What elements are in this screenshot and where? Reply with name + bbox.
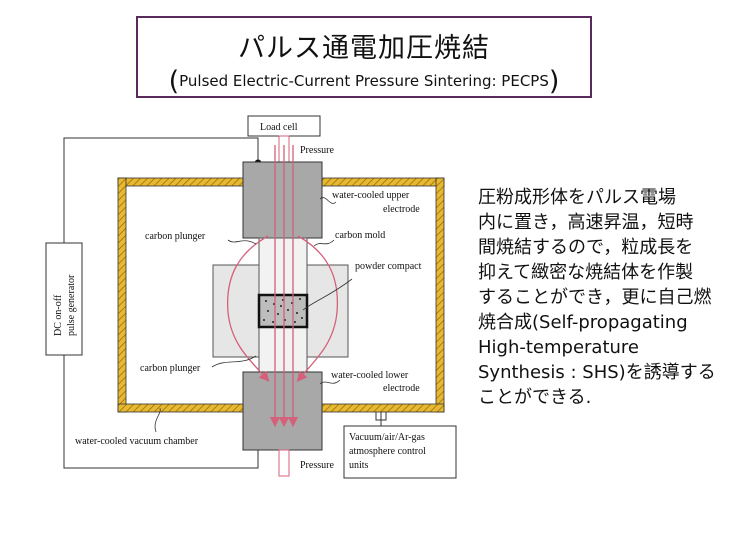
chamber-wall-right (435, 177, 445, 413)
pressure-top-label: Pressure (300, 145, 334, 156)
chamber-wall-bottom-right (321, 403, 445, 413)
description-line: 焼合成(Self-propagating (478, 312, 688, 333)
title-open-paren: ( (168, 66, 180, 97)
leader-powder-compact (302, 278, 353, 311)
atmosphere-control-label-3: units (349, 460, 369, 471)
leader-carbon-mold (313, 239, 335, 247)
powder-compact-label: powder compact (355, 261, 422, 272)
leader-upper-electrode (319, 197, 337, 204)
carbon-plunger-top-label: carbon plunger (145, 231, 206, 242)
title-japanese: パルス通電加圧焼結 (238, 33, 490, 64)
leader-carbon-plunger-bottom (211, 355, 257, 368)
description-line: 圧粉成形体をパルス電場 (478, 187, 676, 208)
leader-lower-electrode (319, 379, 341, 385)
carbon-plunger-lower (258, 326, 308, 373)
description-line: Synthesis : SHS)を誘導する (478, 362, 716, 383)
powder-particles (263, 298, 303, 323)
description-line: High-temperature (478, 337, 640, 358)
description-line: 内に置き，高速昇温，短時 (478, 212, 694, 233)
carbon-mold-label: carbon mold (335, 230, 385, 241)
carbon-plunger-upper (258, 237, 308, 296)
title-english: (Pulsed Electric-Current Pressure Sinter… (138, 66, 590, 97)
lower-electrode-label-1: water-cooled lower (331, 370, 409, 381)
chamber-wall-top-right (321, 177, 445, 187)
pulse-generator-box (45, 242, 83, 356)
upper-electrode-label-2: electrode (383, 204, 420, 215)
description-line: 抑えて緻密な焼結体を作製 (478, 262, 694, 283)
atmosphere-control-label-2: atmosphere control (349, 446, 426, 457)
description-line: することができ，更に自己燃 (478, 287, 712, 308)
vacuum-chamber-label: water-cooled vacuum chamber (75, 436, 199, 447)
pulse-generator-label-2: pulse generator (66, 274, 77, 336)
lower-electrode (242, 371, 323, 451)
upper-electrode-label-1: water-cooled upper (332, 190, 410, 201)
chamber-wall-top-left (117, 177, 244, 187)
lower-electrode-label-2: electrode (383, 383, 420, 394)
title-box: パルス通電加圧焼結 (Pulsed Electric-Current Press… (136, 16, 592, 98)
load-cell-label: Load cell (260, 122, 298, 133)
leader-carbon-plunger-top (227, 239, 257, 245)
chamber-wall-bottom-left (117, 403, 244, 413)
pressure-bottom-label: Pressure (300, 460, 334, 471)
title-close-paren: ) (548, 66, 560, 97)
pulse-generator-label-1: DC on-off (53, 294, 64, 336)
description-line: 間焼結するので，粒成長を (478, 237, 694, 258)
title-english-text: Pulsed Electric-Current Pressure Sinteri… (179, 72, 549, 90)
chamber-wall-left (117, 177, 127, 413)
leader-vacuum-chamber (154, 407, 161, 433)
description-line: ことができる. (478, 387, 592, 408)
current-flow-arrows (226, 145, 339, 428)
upper-electrode (242, 161, 323, 239)
circuit-wire (63, 137, 259, 243)
atmosphere-control-label-1: Vacuum/air/Ar-gas (349, 432, 425, 443)
carbon-plunger-bottom-label: carbon plunger (140, 363, 201, 374)
pressure-shaft-bottom (278, 449, 290, 477)
atmosphere-control-box (343, 425, 457, 479)
description-text: 圧粉成形体をパルス電場 内に置き，高速昇温，短時 間焼結するので，粒成長を 抑え… (478, 185, 718, 410)
